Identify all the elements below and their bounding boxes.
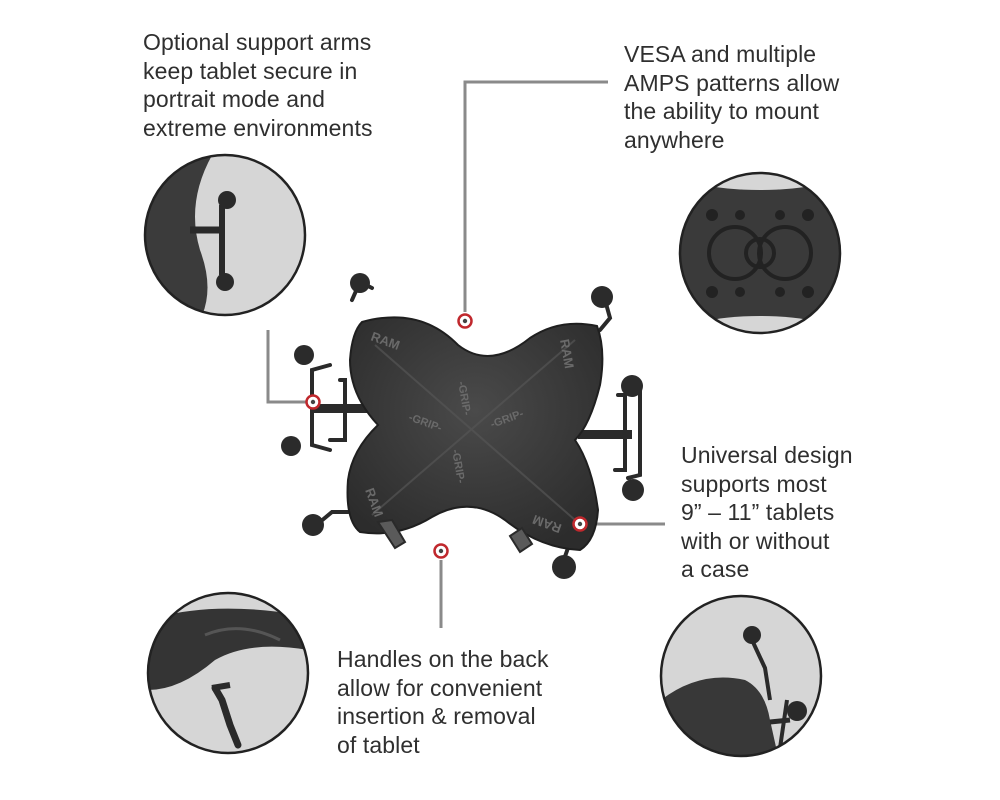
caption-line: insertion & removal	[337, 703, 536, 729]
leader-line-vesa	[463, 80, 608, 312]
leader-line-support-arms	[266, 330, 306, 404]
detail-circle-vesa	[678, 171, 842, 335]
caption-line: extreme environments	[143, 114, 373, 141]
caption-line: VESA and multiple	[624, 41, 817, 67]
detail-circle-handles	[146, 591, 310, 755]
caption-line: Universal design	[681, 442, 853, 468]
caption-line: of tablet	[337, 731, 420, 758]
caption-line: allow for convenient	[337, 674, 543, 701]
grip-mark-top: -GRIP-	[455, 380, 473, 416]
caption-line: portrait mode and	[143, 86, 325, 112]
left-support-bar	[312, 404, 382, 413]
caption-line: Optional support arms	[143, 29, 372, 55]
x-grip-mount: RAM RAM RAM RAM -GRIP- -GRIP- -GRIP- -GR…	[281, 273, 644, 579]
caption-line: anywhere	[624, 126, 725, 153]
caption-handles: Handles on the back allow for convenient…	[337, 645, 549, 759]
detail-circle-universal	[659, 594, 823, 758]
caption-line: with or without	[681, 527, 830, 554]
brand-mark-top-right: RAM	[557, 338, 577, 370]
detail-circle-support-arms	[143, 153, 307, 317]
caption-line: keep tablet secure in	[143, 57, 358, 84]
right-support-bar	[578, 430, 632, 439]
caption-line: Handles on the back	[337, 646, 549, 672]
caption-line: AMPS patterns allow	[624, 69, 840, 96]
arm-knobs	[281, 273, 644, 579]
caption-line: the ability to mount	[624, 98, 820, 124]
caption-line: supports most	[681, 470, 827, 497]
caption-line: a case	[681, 556, 750, 582]
caption-universal-design: Universal design supports most 9” – 11” …	[681, 441, 853, 584]
grip-mark-bottom: -GRIP-	[449, 448, 467, 484]
caption-vesa: VESA and multiple AMPS patterns allow th…	[624, 40, 839, 154]
leader-lines	[266, 80, 665, 628]
caption-line: 9” – 11” tablets	[681, 499, 835, 525]
mount-handles	[376, 518, 534, 554]
caption-support-arms: Optional support arms keep tablet secure…	[143, 28, 373, 142]
